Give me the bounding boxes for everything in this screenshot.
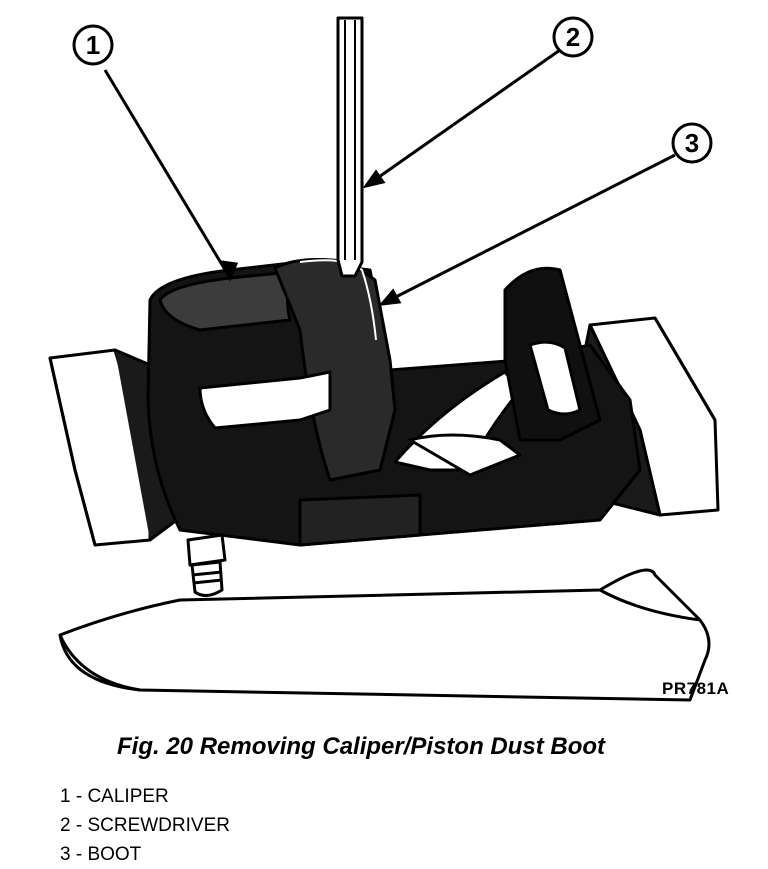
legend-item: 3 - BOOT: [60, 844, 142, 865]
caliper-illustration: 1 2 3: [48, 16, 720, 702]
callout-2: 2: [552, 16, 594, 58]
callout-2-number: 2: [566, 22, 580, 52]
caliper-mounting-ear: [503, 266, 602, 442]
figure-caption: Fig. 20 Removing Caliper/Piston Dust Boo…: [117, 733, 606, 760]
callout-3-number: 3: [685, 128, 699, 158]
legend-item: 1 - CALIPER: [60, 786, 169, 807]
callout-3: 3: [671, 122, 713, 164]
bleeder-fitting: [186, 533, 227, 597]
caliper-body: [146, 258, 642, 547]
screwdriver: [336, 16, 364, 278]
legend-list: 1 - CALIPER 2 - SCREWDRIVER 3 - BOOT: [60, 782, 230, 869]
figure-code: PR781A: [662, 679, 730, 698]
vise-base: [58, 568, 711, 702]
legend-item: 2 - SCREWDRIVER: [60, 815, 230, 836]
callout-1-number: 1: [86, 30, 100, 60]
callout-1: 1: [72, 24, 114, 66]
leader-lines: [103, 48, 676, 306]
